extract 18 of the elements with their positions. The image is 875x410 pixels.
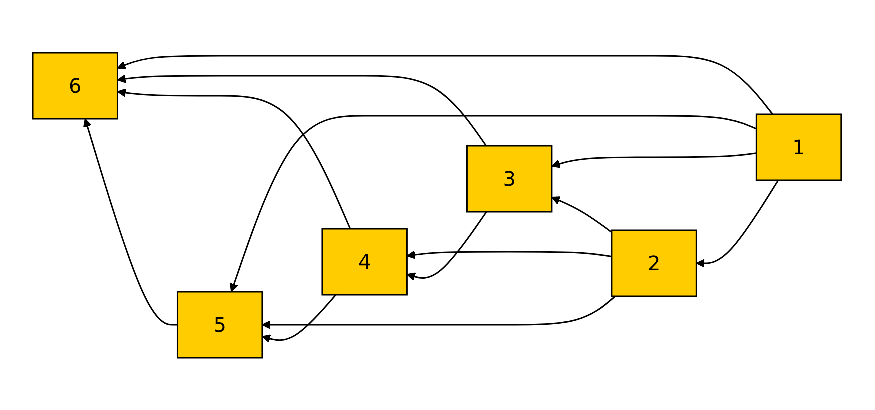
arrow xyxy=(118,74,488,146)
arrow xyxy=(696,180,780,268)
node-box: 1 xyxy=(756,113,842,181)
node-box: 4 xyxy=(322,228,408,296)
arrow xyxy=(118,88,352,229)
arrow xyxy=(552,152,758,168)
arrow xyxy=(407,250,612,259)
arrow xyxy=(84,118,178,326)
arrow xyxy=(118,54,774,114)
arrow xyxy=(552,196,613,233)
arrow xyxy=(230,114,758,292)
arrow xyxy=(262,294,337,343)
arrow xyxy=(407,211,488,281)
node-box: 2 xyxy=(611,229,698,297)
node-box: 6 xyxy=(32,52,119,120)
arrow xyxy=(262,295,616,329)
node-box: 5 xyxy=(177,290,264,358)
node-box: 3 xyxy=(466,144,553,212)
